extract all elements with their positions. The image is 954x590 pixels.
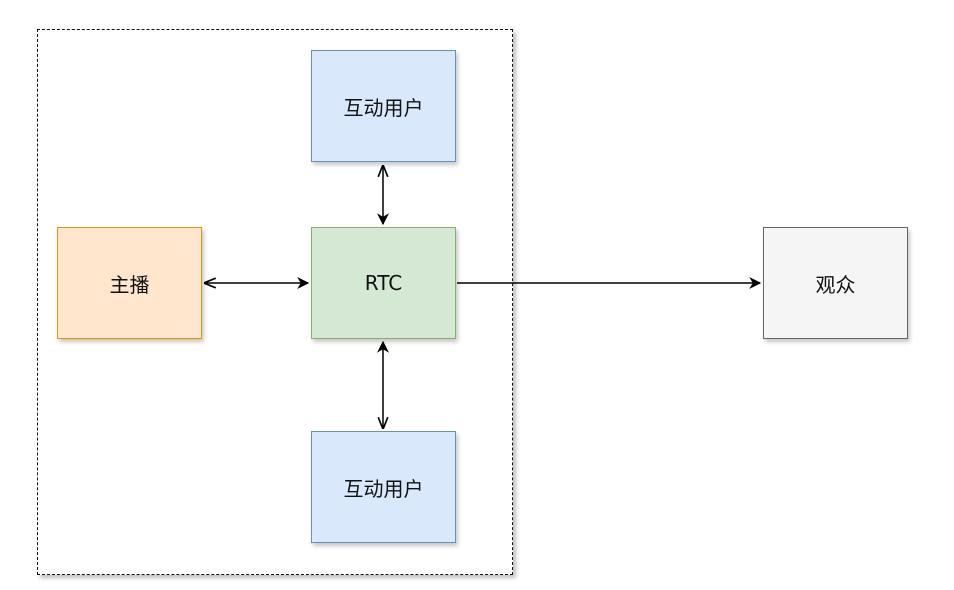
- interactive-user-bottom-node: 互动用户: [311, 431, 456, 543]
- host-label: 主播: [109, 272, 150, 297]
- rtc-label: RTC: [364, 271, 403, 295]
- host-node: 主播: [57, 227, 202, 339]
- interactive-user-bottom-label: 互动用户: [343, 476, 424, 501]
- audience-node: 观众: [763, 227, 908, 339]
- audience-label: 观众: [815, 272, 856, 297]
- interactive-user-top-label: 互动用户: [343, 95, 424, 120]
- rtc-group-boundary: [37, 29, 513, 575]
- rtc-node: RTC: [311, 227, 456, 339]
- interactive-user-top-node: 互动用户: [311, 50, 456, 162]
